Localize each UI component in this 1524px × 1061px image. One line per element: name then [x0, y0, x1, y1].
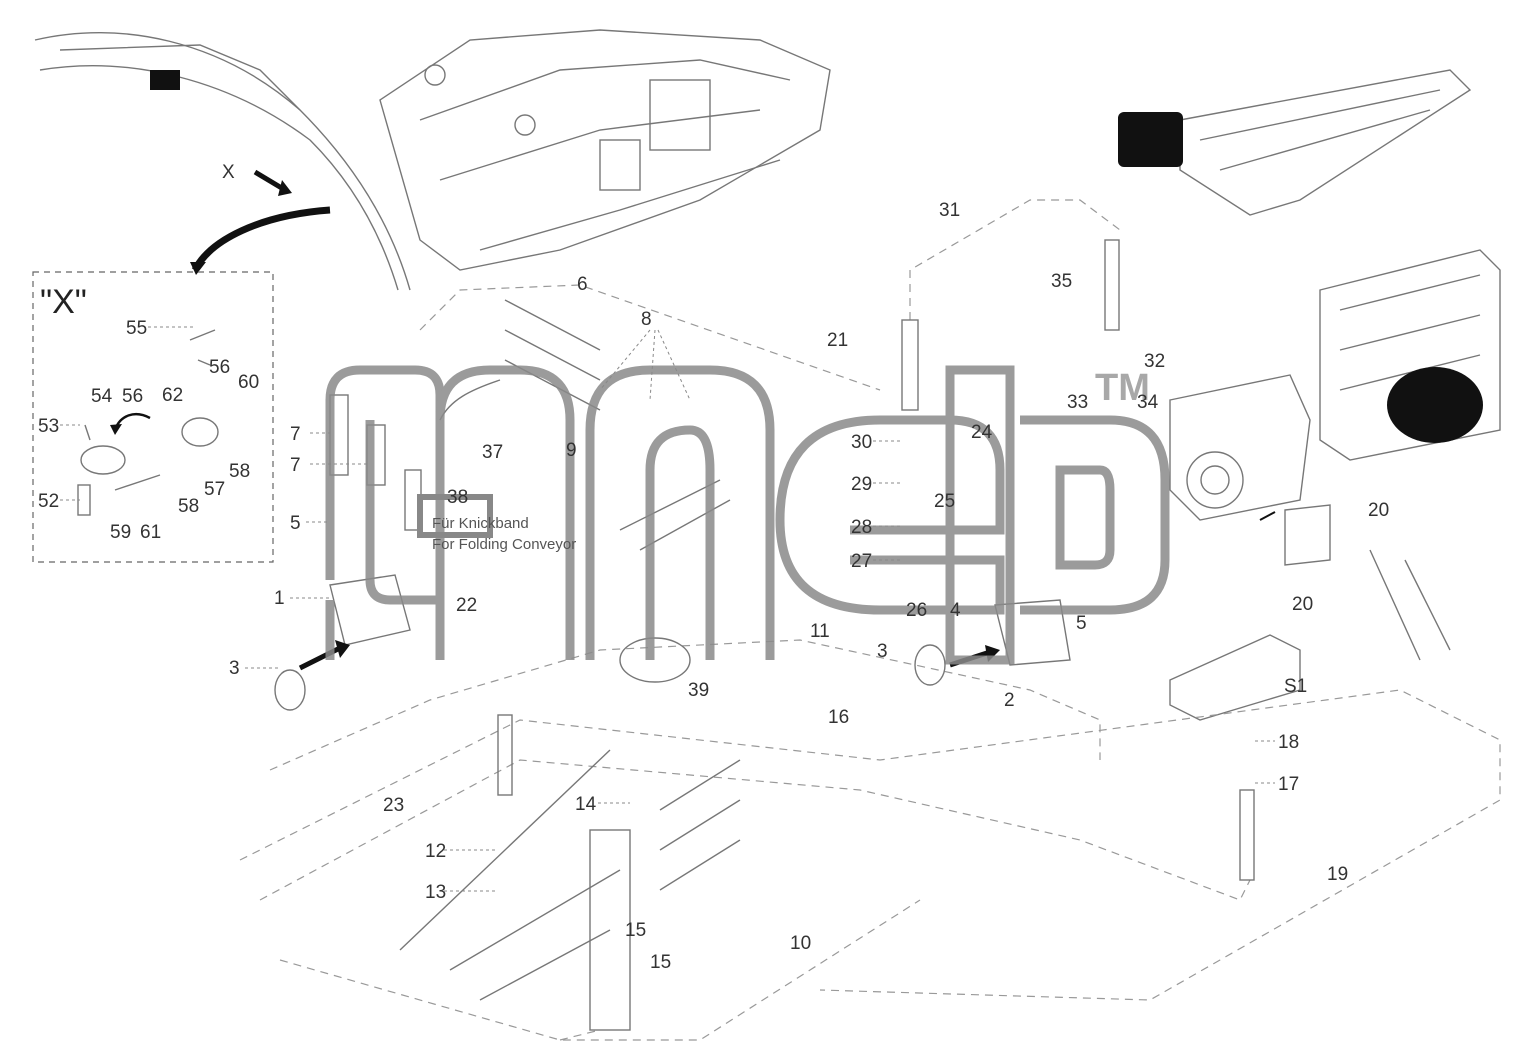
callout-58a: 58 — [229, 461, 250, 482]
hoses-and-fittings — [274, 239, 1451, 1031]
callout-5b: 5 — [1076, 613, 1087, 634]
callout-labels: 1 2 3 3 4 5 5 6 7 7 8 9 10 11 12 13 14 1… — [38, 200, 1389, 973]
callout-33: 33 — [1067, 392, 1088, 413]
callout-19: 19 — [1327, 864, 1348, 885]
callout-6: 6 — [577, 274, 588, 295]
hose-routing-lines — [239, 199, 1501, 1041]
callout-3b: 3 — [877, 641, 888, 662]
callout-26: 26 — [906, 600, 927, 621]
callout-3a: 3 — [229, 658, 240, 679]
callout-16: 16 — [828, 707, 849, 728]
callout-20a: 20 — [1368, 500, 1389, 521]
callout-54: 54 — [91, 386, 113, 407]
callout-22: 22 — [456, 595, 477, 616]
conveyor-frame-illustration — [1118, 69, 1472, 216]
callout-34: 34 — [1137, 392, 1159, 413]
callout-29: 29 — [851, 474, 872, 495]
callout-9: 9 — [566, 440, 577, 461]
callout-24: 24 — [971, 422, 993, 443]
detail-view-x: "X" — [32, 271, 274, 563]
callout-23: 23 — [383, 795, 404, 816]
callout-15b: 15 — [650, 952, 671, 973]
callout-27: 27 — [851, 551, 872, 572]
callout-25: 25 — [934, 491, 955, 512]
hydraulic-pump-illustration — [1169, 374, 1331, 721]
callout-28: 28 — [851, 517, 872, 538]
callout-58b: 58 — [178, 496, 199, 517]
callout-8: 8 — [641, 309, 652, 330]
callout-10: 10 — [790, 933, 811, 954]
motor-block-icon — [1118, 112, 1183, 167]
callout-56a: 56 — [122, 386, 143, 407]
callout-5a: 5 — [290, 513, 301, 534]
callout-13: 13 — [425, 882, 446, 903]
callout-12: 12 — [425, 841, 446, 862]
callout-53: 53 — [38, 416, 59, 437]
callout-14: 14 — [575, 794, 597, 815]
callout-62: 62 — [162, 385, 183, 406]
watermark: TM — [325, 365, 1170, 665]
callout-59: 59 — [110, 522, 131, 543]
note-german: Für Knickband — [432, 515, 529, 532]
callout-38: 38 — [447, 487, 468, 508]
callout-20b: 20 — [1292, 594, 1313, 615]
callout-7a: 7 — [290, 424, 301, 445]
machine-illustration: X — [34, 29, 831, 291]
callout-57: 57 — [204, 479, 225, 500]
callout-31: 31 — [939, 200, 960, 221]
callout-15a: 15 — [625, 920, 646, 941]
callout-37: 37 — [482, 442, 503, 463]
callout-1: 1 — [274, 588, 285, 609]
callout-2: 2 — [1004, 690, 1015, 711]
watermark-tm: TM — [1095, 367, 1150, 409]
callout-32: 32 — [1144, 351, 1165, 372]
callout-s1: S1 — [1284, 676, 1307, 697]
leader-lines — [60, 326, 1275, 892]
callout-35: 35 — [1051, 271, 1072, 292]
note-frame — [417, 494, 493, 538]
callout-56b: 56 — [209, 357, 230, 378]
callout-60: 60 — [238, 372, 259, 393]
callout-39: 39 — [688, 680, 709, 701]
note-english: For Folding Conveyor — [432, 536, 576, 553]
detail-label: "X" — [40, 283, 87, 321]
callout-30: 30 — [851, 432, 872, 453]
callout-21: 21 — [827, 330, 848, 351]
control-block-illustration — [1319, 249, 1501, 461]
callout-11: 11 — [810, 621, 830, 642]
callout-7b: 7 — [290, 455, 301, 476]
sensor-block-icon — [150, 70, 180, 90]
callout-61: 61 — [140, 522, 161, 543]
view-marker-x: X — [222, 162, 235, 183]
callout-4: 4 — [950, 600, 961, 621]
callout-52: 52 — [38, 491, 59, 512]
pump-motor-icon — [1387, 367, 1483, 443]
callout-18: 18 — [1278, 732, 1299, 753]
callout-55: 55 — [126, 318, 147, 339]
callout-17: 17 — [1278, 774, 1299, 795]
